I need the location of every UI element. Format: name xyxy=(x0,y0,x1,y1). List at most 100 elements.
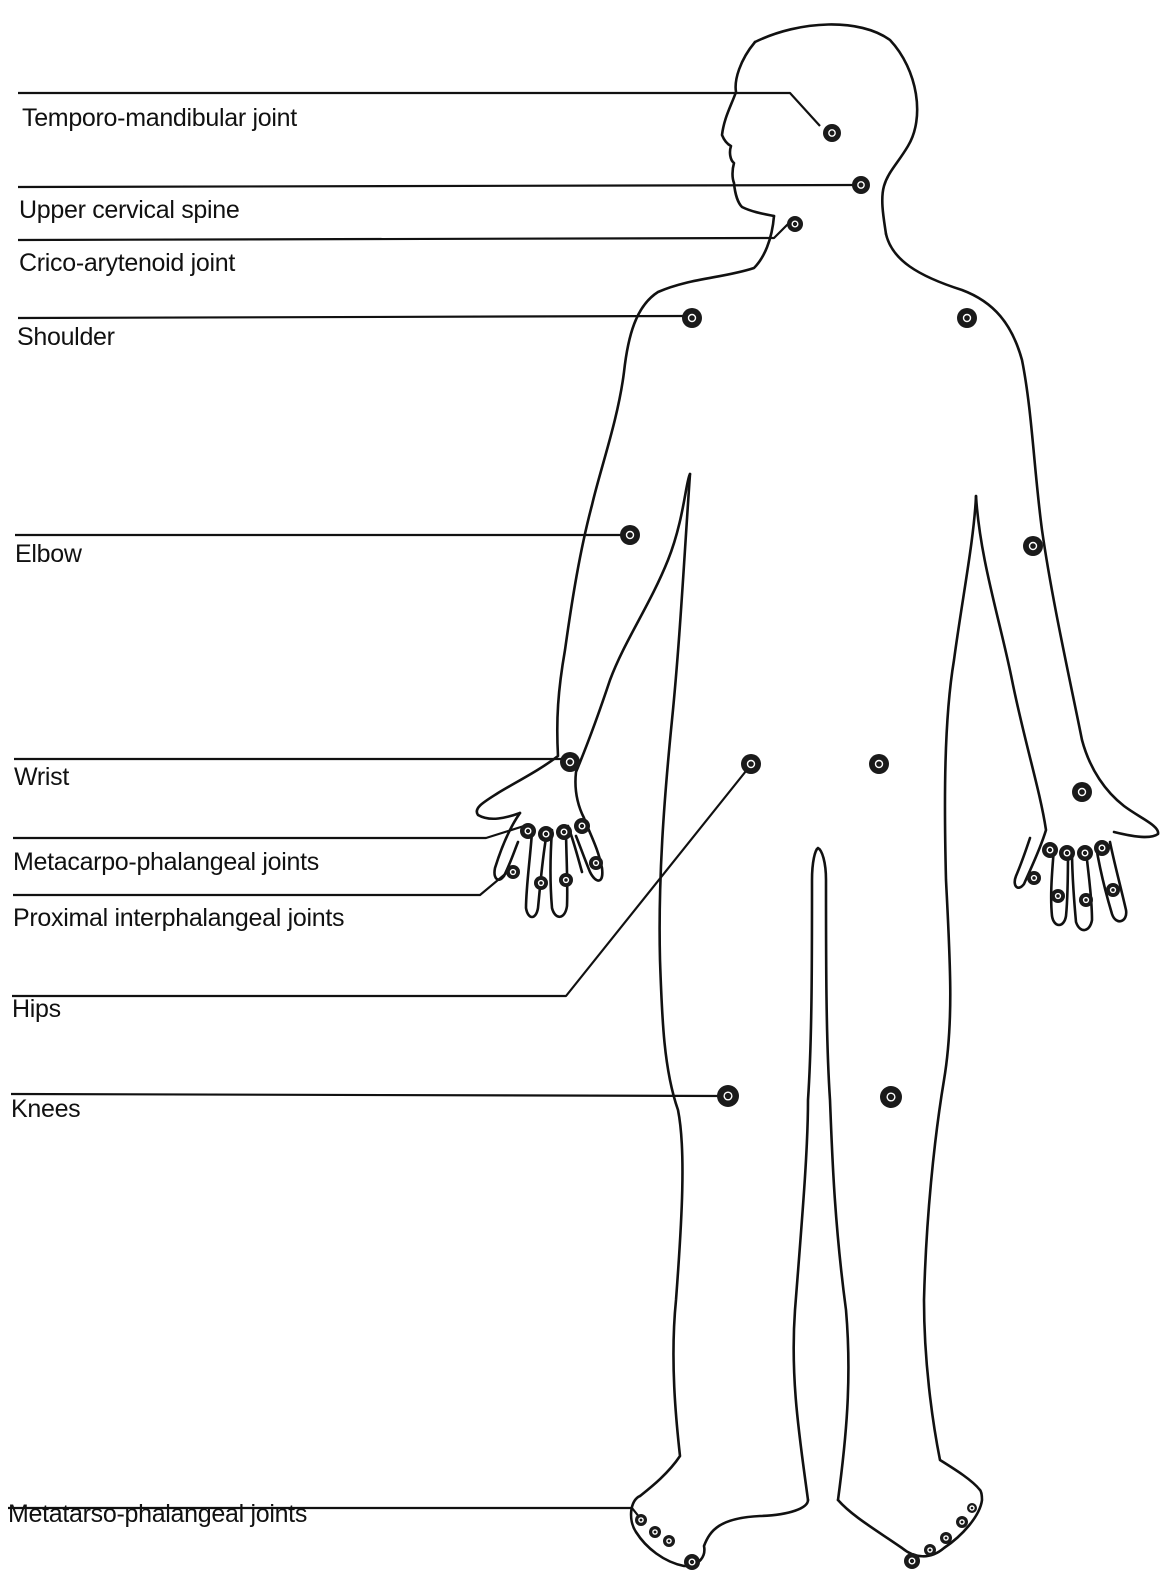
label-wrist: Wrist xyxy=(14,765,69,790)
joint-mtp-left-2-dot xyxy=(649,1526,661,1538)
joint-mtp-left-1 xyxy=(635,1514,647,1526)
joint-mcp-left-1 xyxy=(520,823,536,839)
joint-upper-cervical-dot xyxy=(852,176,870,194)
joint-knee-left xyxy=(717,1085,739,1107)
joint-crico-arytenoid xyxy=(787,216,803,232)
joint-mcp-right-3-dot xyxy=(1077,845,1093,861)
joint-hip-right xyxy=(869,754,889,774)
joint-crico-arytenoid-dot xyxy=(787,216,803,232)
joint-elbow-left xyxy=(620,525,640,545)
label-crico-arytenoid-joint: Crico-arytenoid joint xyxy=(19,251,235,276)
joint-mcp-left-3-dot xyxy=(556,824,572,840)
label-upper-cervical-spine: Upper cervical spine xyxy=(19,198,240,223)
left-arm-outer xyxy=(477,216,774,819)
joint-mtp-right-3 xyxy=(940,1532,952,1544)
joint-mcp-right-4 xyxy=(1094,840,1110,856)
inner-legs-outline xyxy=(794,848,849,1500)
joint-pip-right-3-dot xyxy=(1079,893,1093,907)
leader-crico-arytenoid xyxy=(18,222,790,240)
joint-pip-left-3 xyxy=(559,873,573,887)
joint-hip-left-dot xyxy=(741,754,761,774)
joint-mcp-right-3 xyxy=(1077,845,1093,861)
joint-elbow-right-dot xyxy=(1023,536,1043,556)
joint-mtp-left-1-dot xyxy=(635,1514,647,1526)
joint-mcp-right-2 xyxy=(1059,845,1075,861)
joint-pip-right-3 xyxy=(1079,893,1093,907)
joint-mcp-right-1 xyxy=(1042,842,1058,858)
joint-mtp-left-3-dot xyxy=(663,1535,675,1547)
joint-mtp-left-4-dot xyxy=(684,1554,700,1570)
joint-pip-right-2-dot xyxy=(1051,889,1065,903)
joint-pip-left-1 xyxy=(506,865,520,879)
joint-pip-left-4-dot xyxy=(589,856,603,870)
body-outline xyxy=(477,24,1158,1566)
leader-shoulder xyxy=(18,316,688,318)
joint-hip-left xyxy=(741,754,761,774)
joint-mtp-right-5 xyxy=(967,1503,977,1513)
joint-pip-left-3-dot xyxy=(559,873,573,887)
label-temporo-mandibular-joint: Temporo-mandibular joint xyxy=(22,106,297,131)
joint-pip-left-2 xyxy=(534,876,548,890)
joint-pip-right-1 xyxy=(1027,871,1041,885)
joint-mcp-right-1-dot xyxy=(1042,842,1058,858)
joint-pip-right-1-dot xyxy=(1027,871,1041,885)
leader-hips xyxy=(12,766,750,996)
joint-mtp-right-1 xyxy=(904,1553,920,1569)
joint-mcp-left-2-dot xyxy=(538,826,554,842)
joint-mtp-right-2 xyxy=(924,1544,936,1556)
joint-mtp-left-2 xyxy=(649,1526,661,1538)
joint-shoulder-left-dot xyxy=(682,308,702,328)
leader-metacarpo-phalangeal xyxy=(13,826,524,838)
label-elbow: Elbow xyxy=(15,542,82,567)
joint-knee-right-dot xyxy=(880,1086,902,1108)
joint-shoulder-right-dot xyxy=(957,308,977,328)
right-leg-outline xyxy=(924,496,980,1490)
joint-mtp-left-3 xyxy=(663,1535,675,1547)
label-knees: Knees xyxy=(11,1097,80,1122)
joint-mtp-right-2-dot xyxy=(924,1544,936,1556)
label-shoulder: Shoulder xyxy=(17,325,115,350)
joint-mtp-right-5-dot xyxy=(967,1503,977,1513)
joint-mcp-left-4 xyxy=(574,818,590,834)
joint-elbow-right xyxy=(1023,536,1043,556)
joint-elbow-left-dot xyxy=(620,525,640,545)
joint-temporo-mandibular xyxy=(823,124,841,142)
joint-pip-right-4-dot xyxy=(1106,883,1120,897)
right-arm-outer xyxy=(886,234,1158,837)
joint-pip-left-2-dot xyxy=(534,876,548,890)
joint-wrist-right-dot xyxy=(1072,782,1092,802)
label-metacarpo-phalangeal-joints: Metacarpo-phalangeal joints xyxy=(13,850,319,875)
left-leg-outline xyxy=(640,474,690,1496)
label-hips: Hips xyxy=(12,997,61,1022)
joint-hip-right-dot xyxy=(869,754,889,774)
joint-knee-left-dot xyxy=(717,1085,739,1107)
joint-mtp-right-4-dot xyxy=(956,1516,968,1528)
joint-pip-right-2 xyxy=(1051,889,1065,903)
joint-pip-left-1-dot xyxy=(506,865,520,879)
joint-shoulder-left xyxy=(682,308,702,328)
joint-mtp-right-1-dot xyxy=(904,1553,920,1569)
joint-wrist-left-dot xyxy=(560,752,580,772)
joint-knee-right xyxy=(880,1086,902,1108)
joint-wrist-left xyxy=(560,752,580,772)
joint-wrist-right xyxy=(1072,782,1092,802)
joint-shoulder-right xyxy=(957,308,977,328)
head-outline xyxy=(722,42,774,216)
joint-mcp-left-4-dot xyxy=(574,818,590,834)
joint-temporo-mandibular-dot xyxy=(823,124,841,142)
joint-pip-left-4 xyxy=(589,856,603,870)
joint-mtp-right-3-dot xyxy=(940,1532,952,1544)
label-metatarso-phalangeal-joints: Metatarso-phalangeal joints xyxy=(8,1502,307,1527)
joint-upper-cervical xyxy=(852,176,870,194)
leader-lines xyxy=(8,93,855,1518)
joint-mcp-right-4-dot xyxy=(1094,840,1110,856)
joint-mcp-left-2 xyxy=(538,826,554,842)
joint-mcp-right-2-dot xyxy=(1059,845,1075,861)
label-proximal-interphalangeal-joints: Proximal interphalangeal joints xyxy=(13,906,344,931)
joint-mcp-left-3 xyxy=(556,824,572,840)
joint-mtp-right-4 xyxy=(956,1516,968,1528)
joint-mcp-left-1-dot xyxy=(520,823,536,839)
leader-knees xyxy=(11,1094,724,1096)
leader-upper-cervical-spine xyxy=(18,185,855,187)
